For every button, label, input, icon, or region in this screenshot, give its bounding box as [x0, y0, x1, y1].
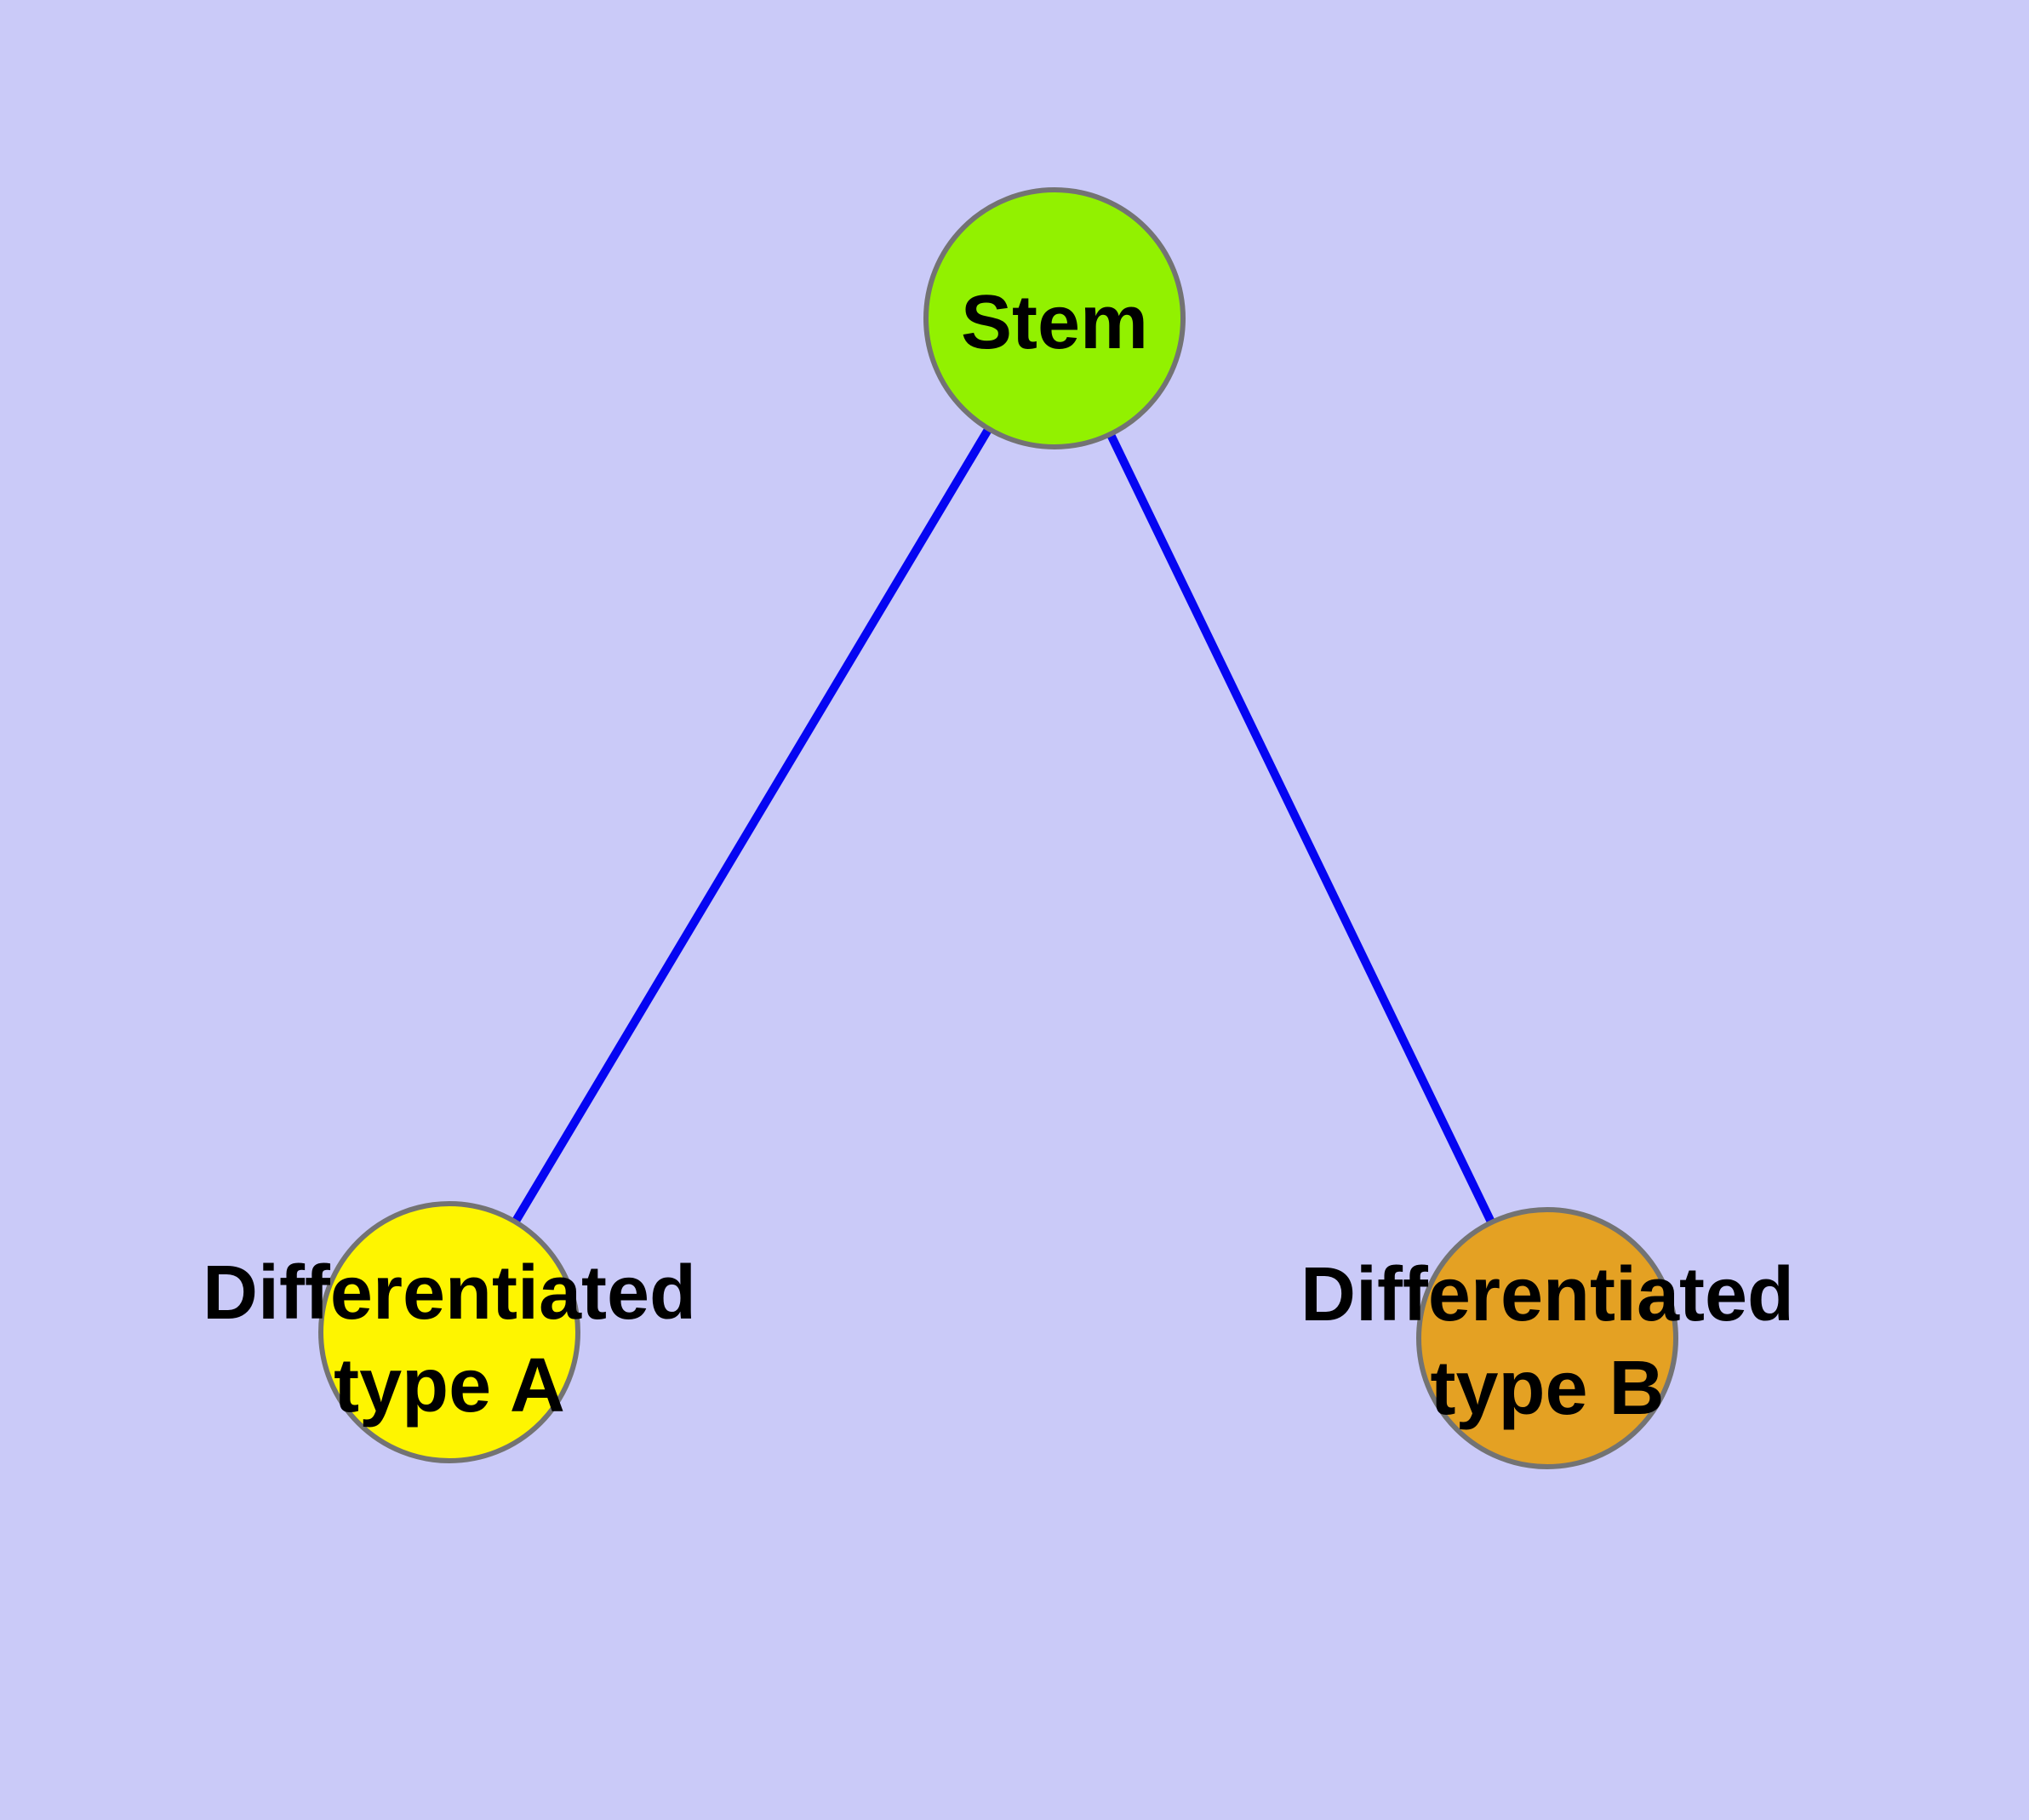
type-b-node-label-line2: type B [1430, 1346, 1664, 1431]
node-stem: Stem [923, 187, 1186, 449]
edge-layer [445, 316, 1552, 1341]
node-differentiated-type-a: Differentiated type A [203, 1201, 696, 1463]
type-b-node-label-line1: Differentiated [1300, 1252, 1794, 1337]
stem-node-label: Stem [961, 280, 1148, 365]
type-a-node-circle [318, 1201, 580, 1463]
type-a-node-label-line2: type A [334, 1343, 565, 1428]
type-a-node-label-line1: Differentiated [203, 1251, 696, 1336]
type-b-node-circle [1416, 1207, 1678, 1469]
stem-node-circle [923, 187, 1186, 449]
node-differentiated-type-b: Differentiated type B [1300, 1207, 1794, 1469]
edge-stem-to-type-a [445, 316, 1059, 1335]
edge-stem-to-type-b [1050, 316, 1552, 1341]
